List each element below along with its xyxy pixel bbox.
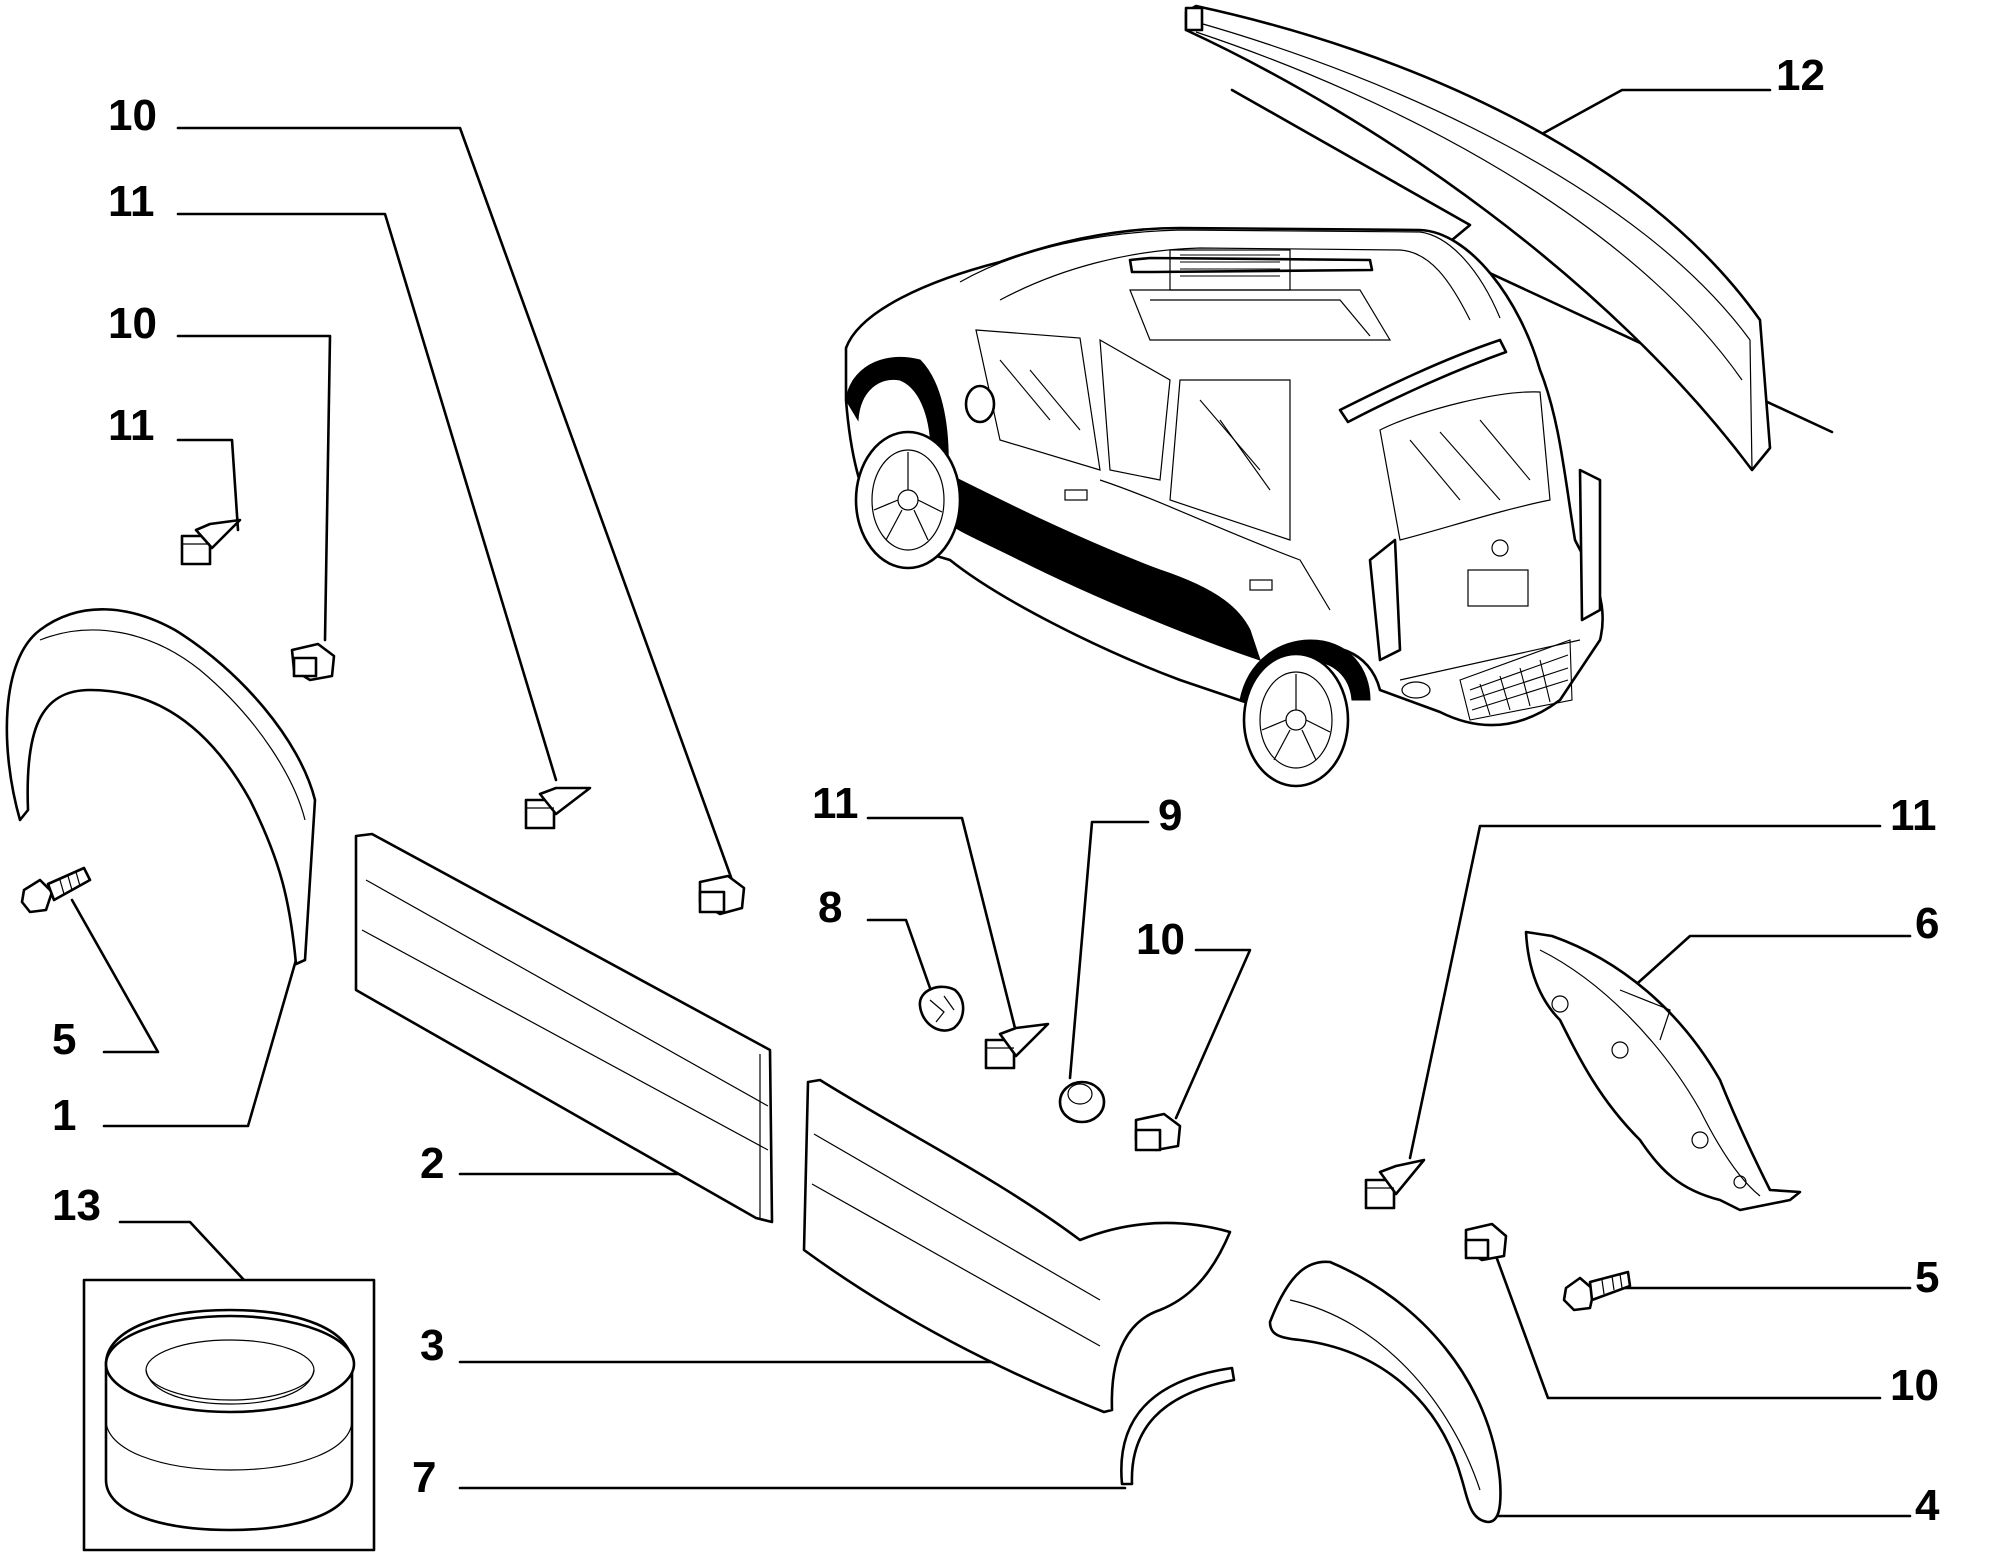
callout-9: 9 xyxy=(1158,791,1182,840)
part-5-screw-left xyxy=(20,866,92,914)
leader-6 xyxy=(1628,934,1912,992)
leader-11-left xyxy=(176,438,240,532)
callout-10-right: 10 xyxy=(1890,1361,1939,1410)
callout-2: 2 xyxy=(420,1139,444,1188)
leader-11-top xyxy=(176,212,558,782)
part-5-screw-right xyxy=(1562,1270,1632,1312)
leader-11-right xyxy=(1408,824,1882,1160)
callout-4: 4 xyxy=(1915,1481,1940,1530)
part-4-rear-wheel-arch xyxy=(1268,1260,1502,1524)
part-10-clip-middle xyxy=(1134,1112,1182,1152)
leader-10-top xyxy=(176,126,734,882)
leader-5-left xyxy=(70,898,160,1054)
leader-lines xyxy=(70,88,1912,1518)
part-3-rear-door-molding xyxy=(802,1078,1232,1414)
callout-5-right: 5 xyxy=(1915,1253,1939,1302)
rear-grille xyxy=(1459,639,1573,721)
leader-10-left xyxy=(176,334,332,642)
callout-3: 3 xyxy=(420,1321,444,1370)
part-11-pin-clip-top xyxy=(524,786,592,830)
callout-12: 12 xyxy=(1776,51,1825,100)
part-12-roof-strip xyxy=(1184,4,1772,472)
callout-11-middle: 11 xyxy=(812,779,859,828)
leader-11-middle xyxy=(866,816,1020,1042)
part-7-trim-strip xyxy=(1120,1366,1236,1486)
part-8-nut xyxy=(918,985,965,1032)
callout-10-left: 10 xyxy=(108,299,157,348)
leader-13 xyxy=(118,1220,246,1282)
callout-13: 13 xyxy=(52,1181,101,1230)
leader-10-right xyxy=(1494,1254,1882,1400)
leader-10-middle xyxy=(1174,948,1252,1120)
callout-1: 1 xyxy=(52,1091,76,1140)
part-2-front-door-molding xyxy=(354,832,774,1224)
leader-9 xyxy=(1068,820,1150,1080)
part-9-grommet xyxy=(1058,1080,1106,1124)
leader-1 xyxy=(102,958,298,1128)
callout-10-top: 10 xyxy=(108,91,157,140)
callout-6: 6 xyxy=(1915,899,1939,948)
car-illustration xyxy=(844,226,1604,788)
callout-8: 8 xyxy=(818,883,842,932)
part-11-pin-clip-middle xyxy=(984,1022,1050,1070)
part-13-tape-roll xyxy=(82,1278,376,1552)
callout-11-left: 11 xyxy=(108,401,155,450)
part-11-pin-clip-left xyxy=(180,518,242,566)
callout-11-right: 11 xyxy=(1890,791,1937,840)
part-11-pin-clip-right xyxy=(1364,1158,1426,1210)
leader-8 xyxy=(866,918,932,990)
part-10-clip-right xyxy=(1464,1222,1508,1262)
leader-4 xyxy=(1468,1498,1912,1518)
part-10-clip-top xyxy=(698,874,746,916)
callout-5-left: 5 xyxy=(52,1015,76,1064)
break-line xyxy=(1230,88,1834,434)
part-1-front-wheel-arch xyxy=(5,608,317,966)
part-10-clip-left xyxy=(290,642,336,682)
leader-12 xyxy=(1518,88,1772,148)
callout-11-top: 11 xyxy=(108,177,155,226)
callout-10-middle: 10 xyxy=(1136,915,1185,964)
part-6-inner-bracket xyxy=(1524,930,1802,1212)
callout-7: 7 xyxy=(412,1453,436,1502)
